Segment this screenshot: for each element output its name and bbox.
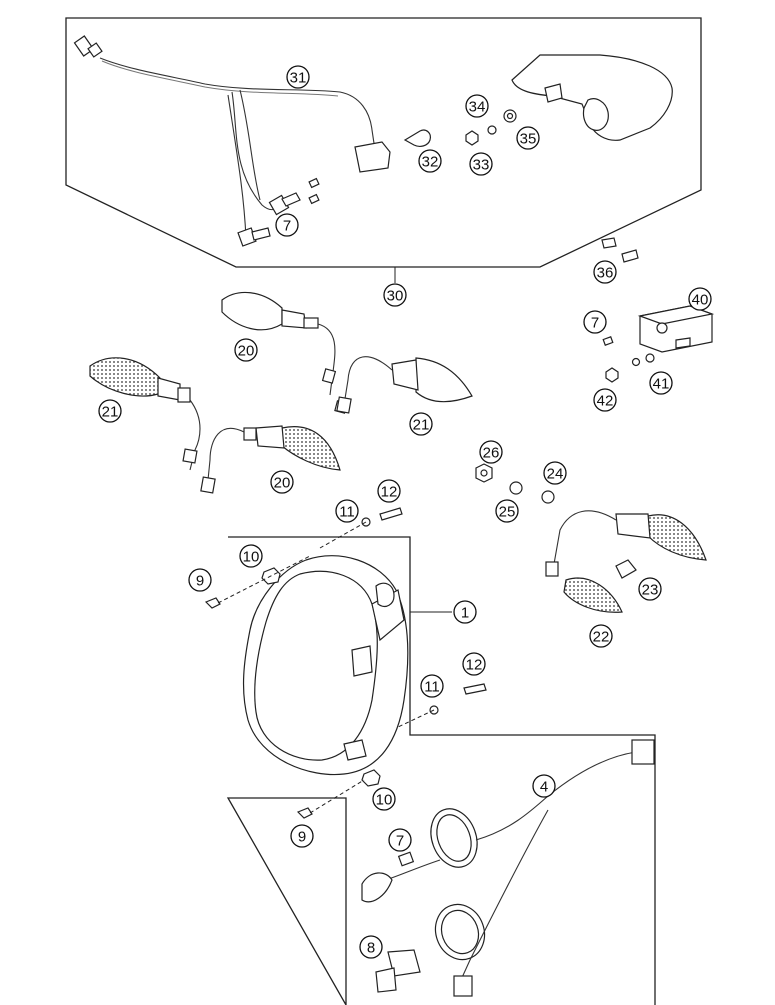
callout-25[interactable]: 25 (495, 499, 519, 523)
callout-30[interactable]: 30 (383, 283, 407, 307)
headlight-assembly-outline (226, 536, 656, 1005)
callout-8[interactable]: 8 (359, 935, 383, 959)
callout-42[interactable]: 42 (593, 388, 617, 412)
svg-text:21: 21 (102, 404, 119, 421)
svg-text:24: 24 (547, 466, 564, 483)
callout-41[interactable]: 41 (649, 371, 673, 395)
turn-signal-right-lower (475, 463, 707, 613)
callout-20-top[interactable]: 20 (234, 338, 258, 362)
callout-35[interactable]: 35 (516, 126, 540, 150)
svg-text:41: 41 (653, 376, 670, 393)
callout-9-bottom[interactable]: 9 (290, 824, 314, 848)
callout-23[interactable]: 23 (638, 577, 662, 601)
headlight-fasteners (204, 507, 487, 819)
svg-text:35: 35 (520, 131, 537, 148)
callout-9-left[interactable]: 9 (188, 568, 212, 592)
callout-11-top[interactable]: 11 (335, 499, 359, 523)
turn-signal-21-left (89, 357, 201, 471)
tail-assembly-outline (65, 17, 702, 268)
svg-text:12: 12 (381, 484, 398, 501)
callout-1[interactable]: 1 (453, 600, 477, 624)
callout-12-top[interactable]: 12 (377, 479, 401, 503)
callout-33[interactable]: 33 (469, 152, 493, 176)
callout-21-left[interactable]: 21 (98, 399, 122, 423)
svg-text:11: 11 (339, 504, 355, 521)
callout-26[interactable]: 26 (479, 440, 503, 464)
svg-text:11: 11 (424, 679, 440, 696)
svg-text:34: 34 (469, 99, 486, 116)
svg-text:4: 4 (540, 779, 548, 796)
license-plate-light (601, 237, 715, 383)
svg-text:30: 30 (387, 288, 404, 305)
svg-text:25: 25 (499, 504, 516, 521)
svg-text:12: 12 (466, 657, 483, 674)
svg-text:33: 33 (473, 157, 490, 174)
svg-text:23: 23 (642, 582, 659, 599)
svg-text:10: 10 (243, 549, 260, 566)
svg-text:8: 8 (367, 940, 375, 957)
callout-31[interactable]: 31 (286, 65, 310, 89)
svg-text:7: 7 (591, 315, 599, 332)
svg-text:26: 26 (483, 445, 500, 462)
callout-7-bottom[interactable]: 7 (388, 828, 412, 852)
headlight-unit (242, 555, 409, 776)
callout-11-bottom[interactable]: 11 (420, 674, 444, 698)
tail-fasteners (465, 109, 517, 146)
svg-text:42: 42 (597, 393, 614, 410)
svg-text:7: 7 (396, 833, 404, 850)
callout-12-bottom[interactable]: 12 (462, 652, 486, 676)
svg-text:21: 21 (413, 417, 430, 434)
callout-21-right[interactable]: 21 (409, 412, 433, 436)
callout-7-top[interactable]: 7 (275, 213, 299, 237)
svg-text:20: 20 (238, 343, 255, 360)
turn-signal-20-lower (200, 425, 341, 494)
callout-20-bottom[interactable]: 20 (270, 470, 294, 494)
svg-text:9: 9 (196, 573, 204, 590)
svg-text:40: 40 (692, 292, 709, 309)
callout-22[interactable]: 22 (589, 624, 613, 648)
svg-text:31: 31 (290, 70, 307, 87)
svg-text:1: 1 (461, 605, 469, 622)
svg-text:32: 32 (422, 154, 439, 171)
svg-text:36: 36 (597, 265, 614, 282)
wiring-harness (73, 35, 391, 247)
callout-32[interactable]: 32 (418, 149, 442, 173)
callout-10-bottom[interactable]: 10 (372, 787, 396, 811)
turn-signal-20-upper (221, 291, 348, 414)
callout-24[interactable]: 24 (543, 461, 567, 485)
svg-text:9: 9 (298, 829, 306, 846)
callout-36[interactable]: 36 (593, 260, 617, 284)
headlight-harness (361, 739, 655, 997)
svg-text:20: 20 (274, 475, 291, 492)
callout-40[interactable]: 40 (688, 287, 712, 311)
callout-4[interactable]: 4 (532, 774, 556, 798)
tail-bulbs (308, 129, 431, 205)
callout-34[interactable]: 34 (465, 94, 489, 118)
svg-text:10: 10 (376, 792, 393, 809)
svg-text:7: 7 (283, 218, 291, 235)
tail-light-housing (511, 54, 673, 141)
svg-text:22: 22 (593, 629, 610, 646)
callout-7-right[interactable]: 7 (583, 310, 607, 334)
callout-10-top[interactable]: 10 (239, 544, 263, 568)
turn-signal-21-right (336, 356, 473, 414)
